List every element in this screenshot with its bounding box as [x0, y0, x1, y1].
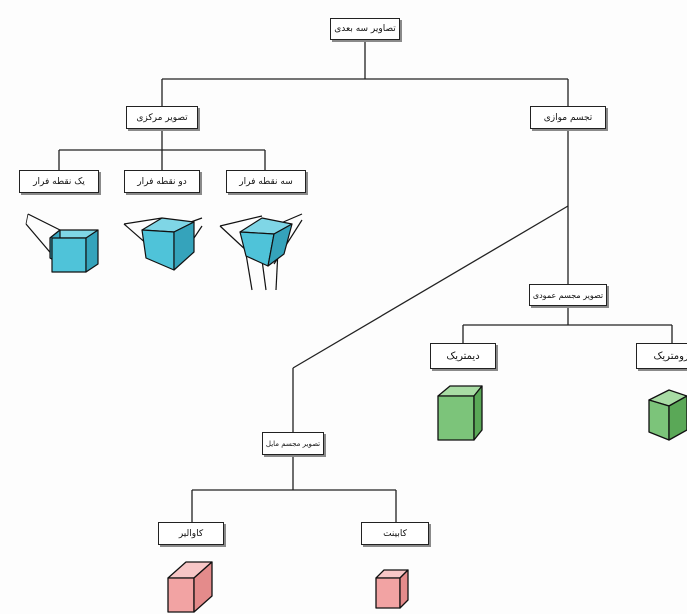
oblique-projection-node: تصویر مجسم مایل	[262, 432, 324, 455]
isometric-cube-icon	[648, 389, 687, 441]
cavalier-cube-icon	[167, 561, 213, 613]
orthogonal-axonometric-node: تصویر مجسم عمودی	[529, 284, 607, 306]
one-point-perspective-cube-icon	[25, 213, 99, 273]
three-point-perspective-cube-icon	[219, 213, 303, 291]
dimetric-node: دیمتریک	[430, 343, 496, 369]
central-projection-node: تصویر مرکزی	[126, 106, 198, 129]
isometric-node: ایزومتریک	[636, 343, 687, 369]
cavalier-node: کاوالیر	[158, 522, 224, 545]
cabinet-node: کابینت	[361, 522, 429, 545]
two-point-perspective-node: دو نقطه فرار	[124, 170, 200, 193]
dimetric-cube-icon	[437, 385, 483, 441]
one-point-perspective-node: یک نقطه فرار	[19, 170, 99, 193]
cabinet-cube-icon	[375, 569, 409, 609]
three-point-perspective-node: سه نقطه فرار	[226, 170, 306, 193]
root-node: تصاویر سه بعدی	[330, 18, 400, 40]
two-point-perspective-cube-icon	[123, 217, 203, 271]
parallel-projection-node: تجسم موازی	[530, 106, 606, 129]
